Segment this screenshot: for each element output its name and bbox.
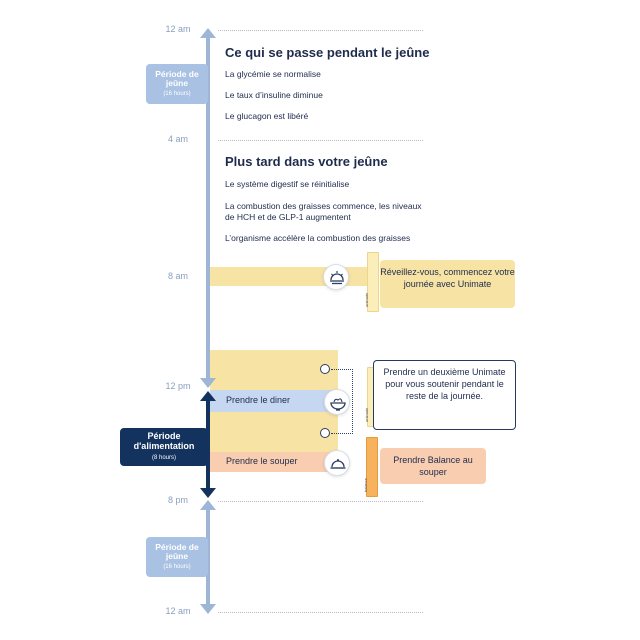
eating-period-badge: Période d'alimentation (8 hours) <box>120 428 208 466</box>
souper-label: Prendre le souper <box>226 456 298 466</box>
callout-balance: Prendre Balance au souper <box>380 448 486 484</box>
section2-item: Le système digestif se réinitialise <box>225 179 350 189</box>
time-label-12pm: 12 pm <box>165 381 191 391</box>
diner-band: Prendre le diner <box>210 390 338 412</box>
guide-line-12am-top <box>218 30 423 31</box>
section2-item: La combustion des graisses commence, les… <box>225 201 422 222</box>
axis-arrow-bottom <box>200 604 216 614</box>
section1-heading: Ce qui se passe pendant le jeûne <box>225 45 430 60</box>
connector-ring-afternoon <box>320 428 330 438</box>
guide-line-8pm <box>218 501 423 502</box>
connector-ring-morning <box>320 364 330 374</box>
wake-band <box>210 267 375 286</box>
balance-packet: balance <box>363 437 378 497</box>
fasting-period-badge-bottom: Période de jeûne (16 hours) <box>146 537 208 577</box>
time-label-4am: 4 am <box>167 134 188 144</box>
section1-item: Le taux d’insuline diminue <box>225 90 323 100</box>
eat-arrow-top <box>200 391 216 401</box>
salad-bowl-icon <box>324 389 350 415</box>
section2-heading: Plus tard dans votre jeûne <box>225 154 388 169</box>
fast-axis-top <box>206 36 210 378</box>
connector-line <box>331 433 353 434</box>
diner-label: Prendre le diner <box>226 395 291 405</box>
fasting-period-badge-top: Période de jeûne (16 hours) <box>146 64 208 104</box>
morning-band <box>210 350 338 390</box>
time-label-8pm: 8 pm <box>167 495 188 505</box>
eat-axis <box>206 400 210 490</box>
dinner-cloche-icon <box>324 450 350 476</box>
sunrise-icon <box>323 264 349 290</box>
eat-arrow-bottom <box>200 488 216 498</box>
afternoon-band <box>210 412 338 452</box>
connector-line <box>352 369 353 434</box>
section2-item: L’organisme accélère la combustion des g… <box>225 233 411 243</box>
time-label-8am: 8 am <box>167 271 188 281</box>
axis-arrow-8pm <box>200 500 216 510</box>
connector-line <box>331 369 353 370</box>
time-label-12am-bottom: 12 am <box>165 606 191 616</box>
fast-axis-bottom <box>206 508 210 606</box>
section1-item: La glycémie se normalise <box>225 69 321 79</box>
axis-arrow-top <box>200 28 216 38</box>
callout-wake: Réveillez-vous, commencez votre journée … <box>380 260 515 308</box>
axis-arrow-12pm <box>200 378 216 388</box>
guide-line-4am <box>218 140 423 141</box>
section1-item: Le glucagon est libéré <box>225 111 309 121</box>
guide-line-12am-bottom <box>218 612 423 613</box>
callout-second-unimate: Prendre un deuxième Unimate pour vous so… <box>373 360 516 430</box>
souper-band: Prendre le souper <box>210 452 338 472</box>
unimate-packet-morning: unimate <box>364 252 379 312</box>
time-label-12am-top: 12 am <box>165 24 191 34</box>
